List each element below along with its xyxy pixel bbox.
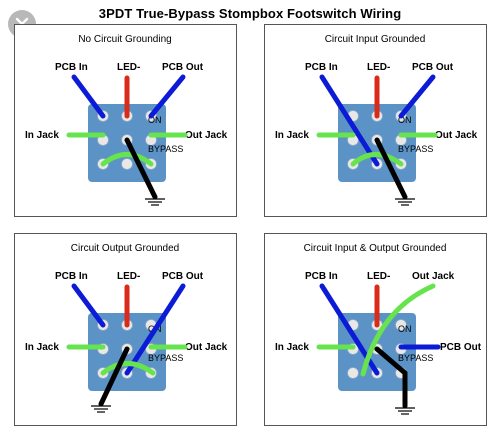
panel-title: Circuit Input & Output Grounded	[304, 243, 447, 254]
label-pcb-in: PCB In	[55, 271, 88, 282]
label-pcb-out: PCB Out	[412, 62, 454, 73]
label-out-jack: Out Jack	[185, 342, 228, 353]
switch-on-label: ON	[398, 324, 412, 334]
panel-circuit-input-grounded: Circuit Input Grounded PCB In LED- PCB O…	[264, 24, 487, 217]
panel-no-circuit-grounding: No Circuit Grounding PCB In LED- PCB Out…	[14, 24, 237, 217]
panel-title: No Circuit Grounding	[78, 34, 171, 45]
wire-pcb-out	[124, 283, 186, 376]
label-led: LED-	[367, 271, 390, 282]
switch-bypass-label: BYPASS	[148, 353, 183, 363]
label-in-jack: In Jack	[275, 130, 309, 141]
label-in-jack: In Jack	[25, 130, 59, 141]
label-out-jack: Out Jack	[412, 271, 455, 282]
wire-out-jack	[360, 283, 436, 377]
wire-ground	[98, 346, 130, 407]
wire-pcb-in	[71, 74, 106, 119]
label-pcb-out: PCB Out	[162, 62, 204, 73]
wire-bypass-jumper	[350, 152, 404, 167]
wires	[316, 74, 438, 200]
wire-pcb-out	[148, 74, 186, 119]
switch-on-label: ON	[148, 115, 162, 125]
wire-pcb-in	[71, 283, 106, 328]
label-led: LED-	[117, 271, 140, 282]
panel-circuit-input-output-grounded: Circuit Input & Output Grounded PCB In L…	[264, 233, 487, 426]
label-out-jack: Out Jack	[435, 130, 478, 141]
wire-ground	[374, 137, 408, 200]
label-pcb-in: PCB In	[305, 62, 338, 73]
label-pcb-in: PCB In	[305, 271, 338, 282]
wire-ground	[124, 137, 158, 200]
ground-icon	[91, 405, 111, 413]
wires	[66, 74, 188, 200]
ground-icon	[145, 198, 165, 206]
wire-pcb-in	[319, 74, 380, 167]
label-led: LED-	[367, 62, 390, 73]
switch-bypass-label: BYPASS	[398, 353, 433, 363]
ground-icon	[395, 198, 415, 206]
label-pcb-out: PCB Out	[162, 271, 204, 282]
ground-icon	[395, 407, 415, 415]
panel-title: Circuit Output Grounded	[71, 243, 179, 254]
wire-pcb-out	[398, 74, 436, 119]
label-led: LED-	[117, 62, 140, 73]
label-out-jack: Out Jack	[185, 130, 228, 141]
switch-on-label: ON	[398, 115, 412, 125]
wires	[316, 283, 441, 409]
wire-bypass-jumper	[100, 152, 154, 167]
wire-bypass-jumper	[100, 361, 156, 376]
wires	[66, 283, 188, 407]
switch-bypass-label: BYPASS	[398, 144, 433, 154]
label-pcb-in: PCB In	[55, 62, 88, 73]
switch-bypass-label: BYPASS	[148, 144, 183, 154]
panel-circuit-output-grounded: Circuit Output Grounded PCB In LED- PCB …	[14, 233, 237, 426]
page-title: 3PDT True-Bypass Stompbox Footswitch Wir…	[98, 6, 402, 21]
wire-ground	[374, 346, 408, 376]
label-in-jack: In Jack	[25, 342, 59, 353]
label-in-jack: In Jack	[275, 342, 309, 353]
panel-title: Circuit Input Grounded	[325, 34, 426, 45]
label-pcb-out: PCB Out	[440, 342, 482, 353]
